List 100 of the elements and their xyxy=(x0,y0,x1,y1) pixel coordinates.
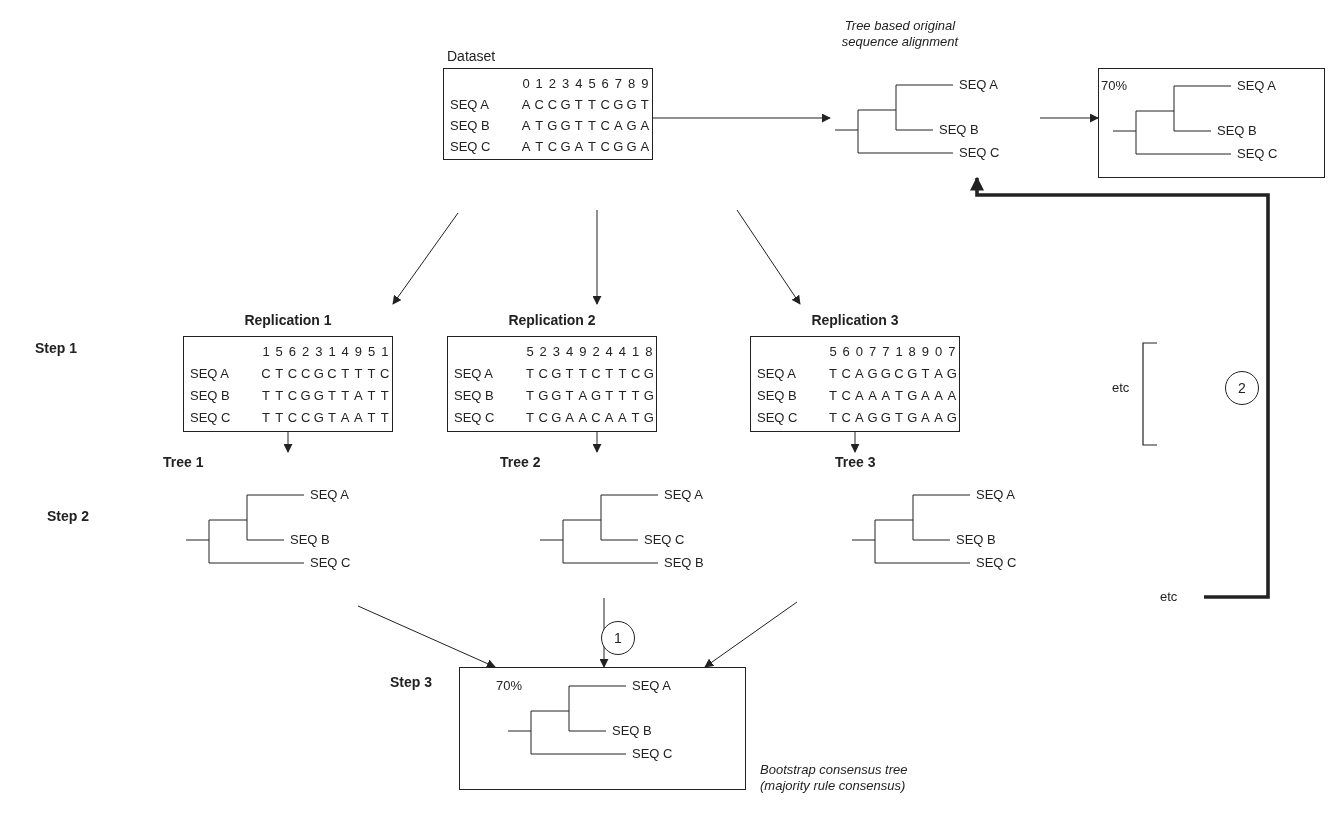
leaf-label: SEQ A xyxy=(1237,78,1277,94)
nucleotide: A xyxy=(920,410,931,426)
nucleotide: A xyxy=(617,410,628,426)
tree-caption: Tree based original sequence alignment xyxy=(840,18,960,50)
nucleotide: T xyxy=(274,388,285,404)
nucleotide: G xyxy=(546,117,559,134)
nucleotide: T xyxy=(630,410,641,426)
sequence-name: SEQ C xyxy=(450,138,491,155)
note-text: etc xyxy=(1160,589,1204,605)
result-box xyxy=(459,667,746,790)
leaf-label: SEQ B xyxy=(612,723,652,739)
nucleotide: A xyxy=(573,138,585,155)
position-number: 0 xyxy=(521,75,531,92)
arrow xyxy=(704,601,798,668)
position-number: 5 xyxy=(525,344,535,360)
table-heading: Replication 2 xyxy=(507,312,597,328)
nucleotide: A xyxy=(613,117,624,134)
leaf-label: SEQ C xyxy=(1237,146,1278,162)
arrow xyxy=(592,209,602,305)
nucleotide: G xyxy=(312,410,325,426)
nucleotide: T xyxy=(366,410,377,426)
leaf-label: SEQ C xyxy=(310,555,351,571)
nucleotide: T xyxy=(366,366,377,382)
nucleotide: C xyxy=(299,410,312,426)
arrow xyxy=(592,431,602,453)
nucleotide: G xyxy=(550,388,563,404)
nucleotide: T xyxy=(894,388,904,404)
position-number: 5 xyxy=(366,344,377,360)
nucleotide: T xyxy=(920,366,931,382)
leaf-label: SEQ A xyxy=(310,487,350,503)
position-number: 2 xyxy=(538,344,548,360)
step-label: Step 1 xyxy=(35,340,77,356)
nucleotide: C xyxy=(599,138,611,155)
position-number: 9 xyxy=(920,344,930,360)
tree-heading: Tree 2 xyxy=(500,454,541,470)
nucleotide: G xyxy=(299,388,312,404)
support-value: 70% xyxy=(1101,78,1128,94)
arrow xyxy=(283,431,293,453)
arrow xyxy=(392,212,459,305)
nucleotide: G xyxy=(559,138,572,155)
nucleotide: T xyxy=(617,366,628,382)
arrow xyxy=(652,113,831,123)
nucleotide: A xyxy=(880,388,892,404)
nucleotide: A xyxy=(520,117,532,134)
sequence-name: SEQ A xyxy=(454,366,494,382)
nucleotide: G xyxy=(625,96,638,113)
nucleotide: G xyxy=(612,138,625,155)
nucleotide: C xyxy=(590,366,602,382)
position-number: 8 xyxy=(626,75,637,92)
nucleotide: A xyxy=(920,388,931,404)
nucleotide: A xyxy=(520,138,532,155)
nucleotide: G xyxy=(879,366,892,382)
leaf-label: SEQ A xyxy=(976,487,1016,503)
position-number: 1 xyxy=(630,344,641,360)
position-number: 3 xyxy=(560,75,571,92)
nucleotide: G xyxy=(906,366,919,382)
position-number: 0 xyxy=(933,344,944,360)
sequence-name: SEQ A xyxy=(757,366,797,382)
nucleotide: C xyxy=(546,96,559,113)
position-number: 4 xyxy=(574,75,584,92)
nucleotide: T xyxy=(564,388,575,404)
nucleotide: G xyxy=(590,388,602,404)
circled-number: 2 xyxy=(1225,371,1259,405)
nucleotide: A xyxy=(564,410,575,426)
nucleotide: A xyxy=(854,388,865,404)
nucleotide: T xyxy=(604,366,615,382)
nucleotide: G xyxy=(550,410,563,426)
nucleotide: A xyxy=(867,388,878,404)
nucleotide: T xyxy=(379,410,390,426)
nucleotide: T xyxy=(274,366,285,382)
nucleotide: C xyxy=(629,366,642,382)
nucleotide: T xyxy=(534,117,545,134)
nucleotide: C xyxy=(379,366,391,382)
nucleotide: T xyxy=(525,410,535,426)
nucleotide: G xyxy=(906,410,919,426)
nucleotide: T xyxy=(353,366,364,382)
result-box xyxy=(1098,68,1325,178)
arrow xyxy=(1039,113,1099,123)
nucleotide: T xyxy=(573,117,584,134)
nucleotide: G xyxy=(866,366,879,382)
nucleotide: C xyxy=(840,410,852,426)
nucleotide: C xyxy=(590,410,602,426)
position-number: 8 xyxy=(907,344,917,360)
nucleotide: A xyxy=(520,96,532,113)
position-number: 9 xyxy=(353,344,363,360)
sequence-name: SEQ A xyxy=(450,96,490,113)
nucleotide: G xyxy=(612,96,625,113)
nucleotide: T xyxy=(340,388,351,404)
sequence-name: SEQ C xyxy=(454,410,495,426)
nucleotide: A xyxy=(353,410,364,426)
nucleotide: C xyxy=(260,366,272,382)
position-number: 2 xyxy=(591,344,601,360)
nucleotide: T xyxy=(525,366,535,382)
position-number: 6 xyxy=(287,344,297,360)
position-number: 3 xyxy=(314,344,324,360)
nucleotide: G xyxy=(945,366,958,382)
nucleotide: A xyxy=(933,388,944,404)
position-number: 4 xyxy=(617,344,627,360)
position-number: 7 xyxy=(947,344,957,360)
nucleotide: C xyxy=(286,410,299,426)
